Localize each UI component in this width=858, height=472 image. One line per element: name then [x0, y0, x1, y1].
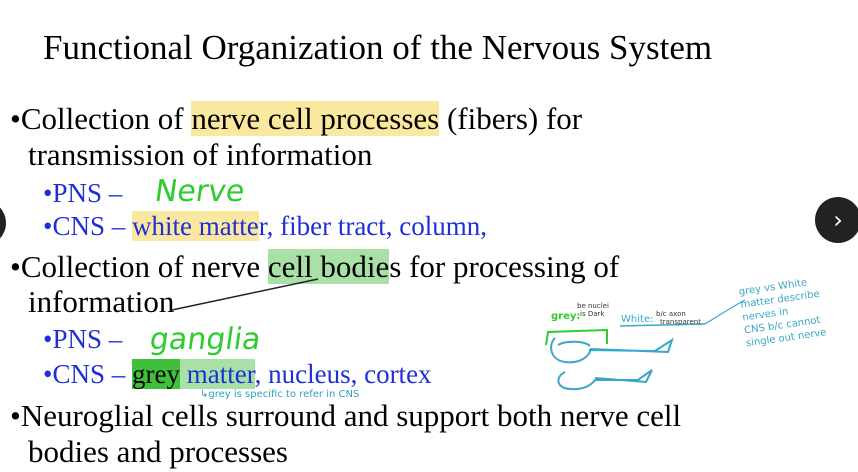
- bullet-dot: •: [43, 178, 53, 208]
- highlight-grey: grey: [131, 359, 180, 389]
- white-note-2: transparent: [660, 318, 701, 326]
- bullet-dot: •: [43, 324, 53, 354]
- highlight-white-matter: white matte: [131, 211, 259, 241]
- bullet-3-text: Neuroglial cells surround and support bo…: [20, 398, 682, 433]
- bullet-2-pre: Collection of nerve: [20, 249, 268, 284]
- bullet-1: •Collection of nerve cell processes (fib…: [10, 101, 582, 137]
- highlight-matter: matter: [179, 359, 255, 389]
- white-label: White:: [621, 314, 654, 325]
- sub-bullet-pns-1: •PNS –: [43, 177, 122, 209]
- sub-bullet-cns-2: •CNS – grey matter, nucleus, cortex: [43, 358, 432, 390]
- side-note: grey vs White matter describe nerves in …: [738, 275, 827, 351]
- pns-1-text: PNS –: [52, 178, 123, 208]
- pns-2-text: PNS –: [52, 324, 123, 354]
- bullet-2: •Collection of nerve cell bodies for pro…: [10, 249, 619, 285]
- highlight-nerve-cell-processes: nerve cell processes: [191, 101, 440, 136]
- bullet-dot: •: [43, 211, 53, 241]
- sub-bullet-pns-2: •PNS –: [43, 323, 122, 355]
- bullet-2-post: s for processing of: [389, 249, 620, 284]
- bullet-1-pre: Collection of: [20, 101, 192, 136]
- bullet-2-line2: information: [28, 284, 175, 319]
- next-slide-button[interactable]: ›: [815, 197, 858, 243]
- bullet-1-post: (fibers) for: [439, 101, 583, 136]
- highlight-cell-bodies: cell bodie: [267, 249, 390, 284]
- previous-slide-button[interactable]: ‹: [0, 200, 6, 246]
- bullet-1-line2: transmission of information: [28, 137, 373, 172]
- cns-1-pre: CNS –: [52, 211, 132, 241]
- bullet-dot: •: [10, 249, 21, 284]
- grey-note-2: is Dark: [580, 310, 605, 318]
- cns-1-post: r, fiber tract, column,: [258, 211, 488, 241]
- bullet-dot: •: [43, 359, 53, 389]
- cns-2-post: , nucleus, cortex: [254, 359, 432, 389]
- bullet-dot: •: [10, 101, 21, 136]
- bullet-3: •Neuroglial cells surround and support b…: [10, 398, 681, 434]
- bullet-dot: •: [10, 398, 21, 433]
- cns-2-pre: CNS –: [52, 359, 132, 389]
- grey-label: grey:: [551, 311, 581, 322]
- white-note-1: b/c axon: [656, 310, 686, 318]
- bullet-3-line2: bodies and processes: [28, 434, 288, 469]
- chevron-right-icon: ›: [833, 206, 843, 234]
- grey-note-1: be nuclei: [577, 302, 609, 310]
- note-grey-cns: ↳grey is specific to refer in CNS: [200, 389, 360, 400]
- sub-bullet-cns-1: •CNS – white matter, fiber tract, column…: [43, 210, 487, 242]
- slide-title: Functional Organization of the Nervous S…: [43, 28, 713, 67]
